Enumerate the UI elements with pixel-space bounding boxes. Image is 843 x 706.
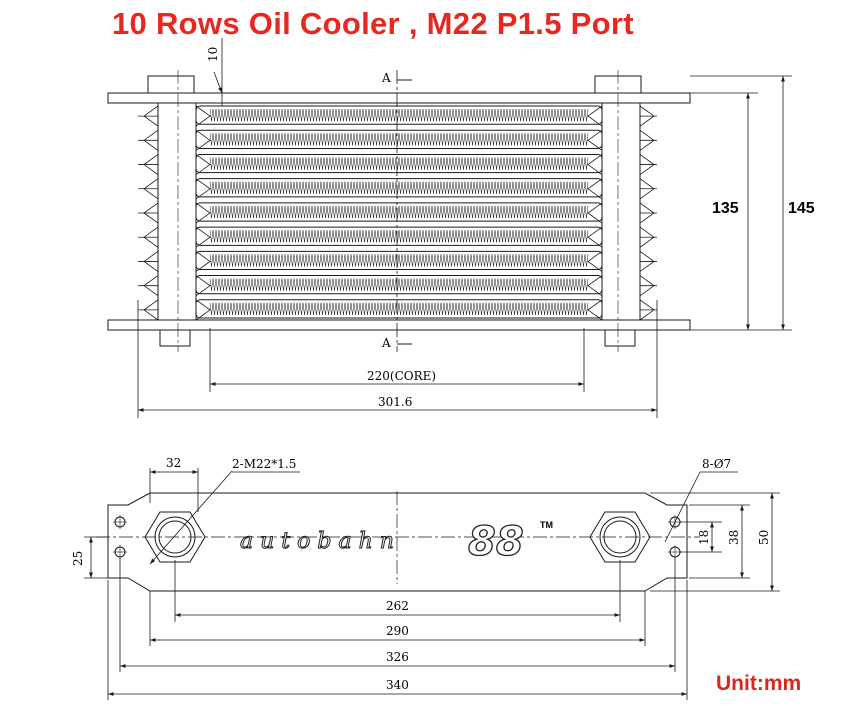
fin-zigzag	[209, 278, 589, 291]
left-end-tank	[157, 102, 197, 321]
hole-spec-label: 8-Ø7	[702, 457, 731, 471]
front-view	[107, 70, 691, 352]
mounting-holes	[113, 515, 682, 559]
diagram-title: 10 Rows Oil Cooler , M22 P1.5 Port	[112, 6, 634, 41]
fin-zigzag	[209, 205, 589, 219]
overall-length-dim: 340	[386, 678, 409, 692]
logo-trademark: TM	[540, 520, 553, 530]
hole-spacing-dim: 18	[697, 530, 711, 545]
fin-row	[195, 275, 603, 295]
port-spec-label: 2-M22*1.5	[232, 457, 296, 471]
tab-dimension	[213, 38, 223, 106]
fin-row	[195, 178, 603, 198]
logo-number: 88	[468, 519, 524, 565]
fin-row	[195, 153, 603, 174]
fin-zigzag	[209, 157, 589, 170]
fin-zigzag	[209, 254, 589, 267]
fin-row	[195, 105, 603, 125]
section-mark-bottom: A	[381, 336, 391, 350]
height-dimensions	[640, 75, 792, 331]
body-width-dim: 50	[757, 530, 771, 545]
bottom-mount-bar	[107, 319, 691, 331]
body-length-dim: 290	[386, 624, 409, 638]
width-dimensions	[137, 300, 658, 418]
core-width-dim: 220(CORE)	[367, 369, 436, 383]
hole-centers-dim: 326	[386, 650, 409, 664]
left-port	[144, 511, 206, 563]
top-view	[84, 468, 780, 700]
top-mount-bar	[107, 92, 691, 104]
fin-row	[195, 129, 603, 149]
logo-text: autobahn	[240, 529, 401, 554]
fin-row	[195, 226, 603, 246]
right-port	[589, 511, 651, 563]
unit-label: Unit:mm	[716, 672, 802, 695]
right-bottom-lug	[604, 329, 636, 347]
overall-width-dim: 301.6	[378, 395, 412, 409]
right-end-tank	[601, 102, 641, 321]
fin-zigzag	[209, 230, 589, 243]
fin-zigzag	[209, 108, 589, 122]
hole-span-dim: 38	[727, 530, 741, 545]
port-centers-dim: 262	[386, 599, 409, 613]
fin-zigzag	[209, 302, 589, 316]
fin-rows	[138, 105, 657, 321]
left-height-dim: 25	[71, 551, 85, 566]
left-top-boss	[147, 75, 195, 94]
fin-zigzag	[209, 181, 589, 194]
fin-row	[195, 250, 603, 271]
fin-row	[195, 299, 603, 319]
tab-dim-label: 10	[206, 47, 220, 62]
fin-zigzag	[209, 133, 589, 146]
overall-height-dim: 145	[788, 200, 815, 217]
fin-row	[195, 202, 603, 222]
left-bottom-lug	[159, 329, 191, 347]
port-offset-dim: 32	[166, 456, 181, 470]
section-mark-top: A	[381, 71, 391, 85]
core-height-dim: 135	[712, 200, 739, 217]
